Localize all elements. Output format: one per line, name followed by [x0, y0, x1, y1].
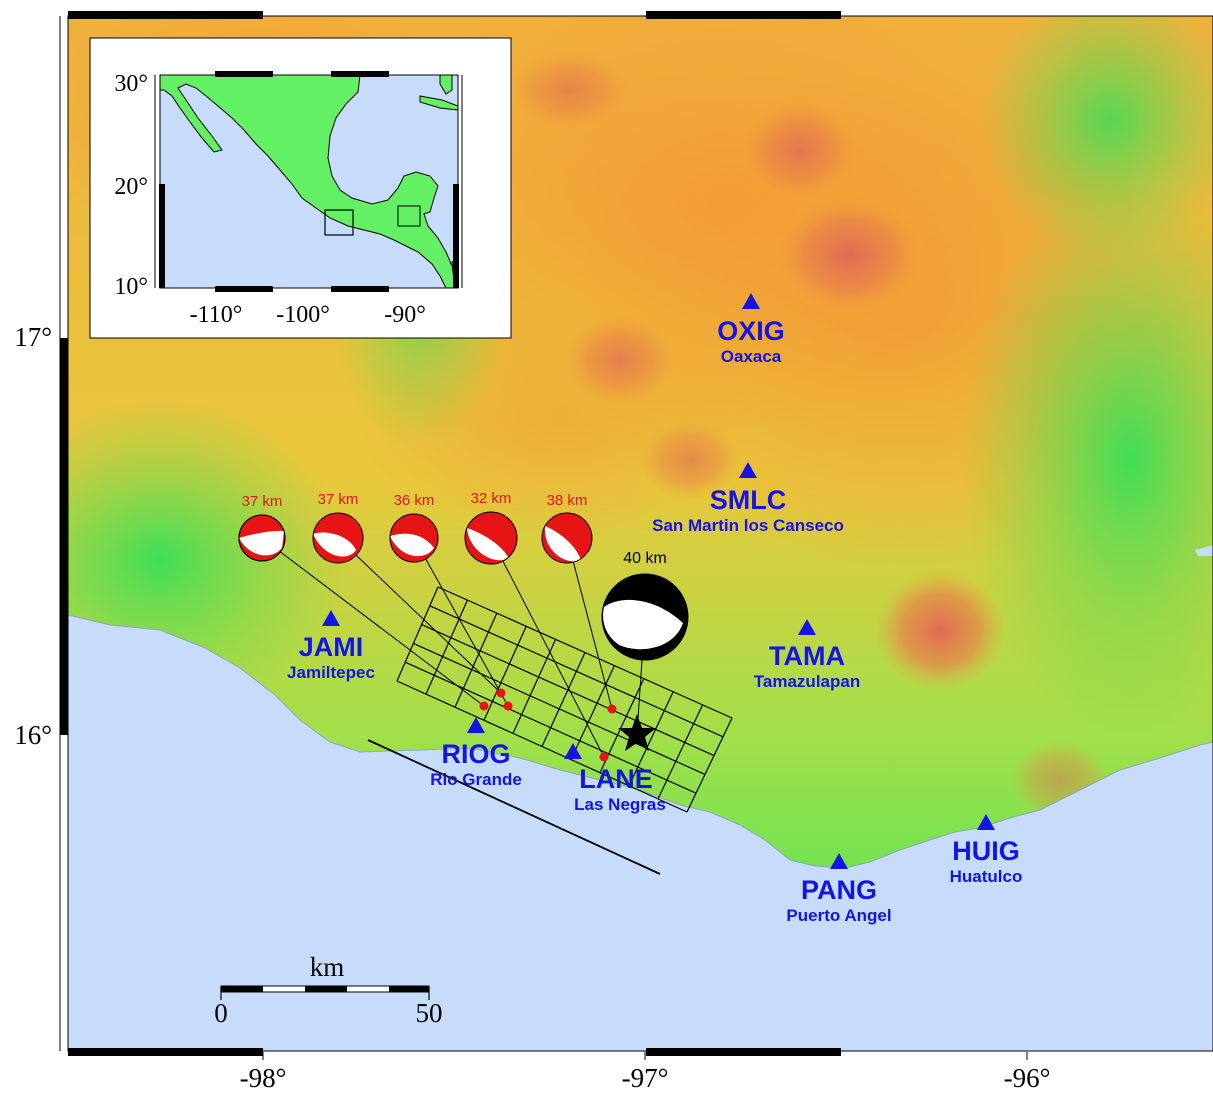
fault-grid-line	[437, 586, 733, 719]
beachball-4	[464, 511, 518, 565]
epicentre-dot	[599, 752, 609, 762]
scale-bar-unit: km	[310, 952, 345, 982]
beachball-1	[238, 514, 286, 562]
depth-label: 36 km	[394, 492, 435, 509]
inset-lon-label: -100°	[276, 302, 330, 328]
fault-grid-line	[396, 586, 439, 682]
epicentre-dot	[496, 688, 506, 698]
station-code: HUIG	[952, 836, 1020, 866]
fault-grid-line	[628, 691, 674, 787]
fault-grid-line	[404, 661, 697, 794]
station-triangle-icon	[742, 293, 760, 309]
station-name: Jamiltepec	[287, 663, 375, 682]
mainshock-beachball	[601, 573, 689, 661]
station-triangle-icon	[467, 717, 485, 733]
station-triangle-icon	[322, 610, 340, 626]
station-name: Las Negras	[574, 795, 666, 814]
depth-label: 37 km	[318, 491, 359, 508]
lon-tick-label: -97°	[622, 1063, 669, 1093]
depth-label: 32 km	[471, 490, 512, 507]
fault-grid-line	[396, 680, 688, 813]
station-code: OXIG	[717, 316, 785, 346]
scale-bar-start: 0	[214, 998, 228, 1028]
inset-lon-label: -90°	[384, 302, 426, 328]
station-code: SMLC	[710, 485, 787, 515]
station-lane: LANE Las Negras	[564, 743, 666, 814]
station-triangle-icon	[798, 619, 816, 635]
mainshock-star-icon	[618, 714, 656, 751]
station-triangle-icon	[977, 814, 995, 830]
station-name: Rio Grande	[430, 770, 522, 789]
epicentre-dot	[479, 701, 489, 711]
lat-tick-label: 16°	[14, 720, 52, 750]
station-pang: PANG Puerto Angel	[786, 853, 892, 925]
fault-grid-line	[429, 605, 724, 738]
study-area-box	[324, 209, 354, 236]
station-code: PANG	[801, 875, 877, 905]
scale-bar: km 0 50	[214, 952, 442, 1028]
station-name: San Martin los Canseco	[652, 516, 844, 535]
station-huig: HUIG Huatulco	[950, 814, 1023, 886]
fault-grid-line	[512, 639, 557, 734]
station-name: Tamazulapan	[754, 672, 860, 691]
station-name: Puerto Angel	[786, 906, 891, 925]
station-name: Oaxaca	[721, 347, 782, 366]
lat-ticks: 17° 16°	[14, 322, 52, 750]
station-triangle-icon	[739, 462, 757, 478]
station-name: Huatulco	[950, 867, 1023, 886]
station-code: JAMI	[299, 632, 364, 662]
station-smlc: SMLC San Martin los Canseco	[652, 462, 844, 535]
station-tama: TAMA Tamazulapan	[754, 619, 860, 691]
beachball-2	[312, 512, 364, 564]
map-area	[68, 16, 1213, 1051]
beachball-3	[389, 513, 439, 563]
station-riog: RIOG Rio Grande	[430, 717, 522, 789]
fault-grid-line	[413, 642, 706, 775]
mainshock-depth-label: 40 km	[623, 550, 667, 567]
lon-tick-label: -98°	[240, 1063, 287, 1093]
inset-map: 30° 20° 10° -110° -100° -90°	[89, 37, 512, 339]
inset-land	[160, 75, 458, 288]
fault-grid-line	[686, 717, 733, 813]
trench-line	[367, 739, 661, 875]
inset-lat-label: 30°	[114, 71, 148, 97]
fault-grid-line	[425, 599, 468, 695]
depth-label: 38 km	[547, 492, 588, 509]
station-oxig: OXIG Oaxaca	[717, 293, 785, 366]
station-triangle-icon	[830, 853, 848, 869]
lon-tick-label: -96°	[1004, 1063, 1051, 1093]
fault-grid-line	[483, 626, 527, 721]
stations: OXIG Oaxaca SMLC San Martin los Canseco …	[287, 293, 1022, 925]
station-jami: JAMI Jamiltepec	[287, 610, 375, 682]
fault-grid-line	[454, 612, 498, 708]
scale-bar-end: 50	[416, 998, 443, 1028]
aftershock-depth-labels: 37 km 37 km 36 km 32 km 38 km	[242, 490, 588, 510]
station-code: TAMA	[769, 641, 845, 671]
station-code: RIOG	[441, 739, 510, 769]
epicentre-dot	[503, 701, 513, 711]
fault-grid-line	[657, 704, 704, 800]
aftershock-beachballs	[238, 511, 593, 565]
highland-peaks	[775, 195, 925, 315]
inset-lon-label: -110°	[190, 302, 243, 328]
station-triangle-icon	[564, 743, 582, 759]
lon-ticks: -98° -97° -96°	[240, 1052, 1051, 1093]
inset-lat-label: 10°	[114, 274, 148, 300]
depth-label: 37 km	[242, 493, 283, 510]
ocean	[68, 614, 1213, 1051]
lat-tick-label: 17°	[14, 322, 52, 352]
aftershock-epicentres	[479, 688, 617, 762]
epicentre-dot	[607, 704, 617, 714]
fault-grid-line	[541, 652, 586, 747]
station-code: LANE	[579, 764, 653, 794]
fault-grid-line	[570, 665, 615, 760]
fault-grid-line	[421, 624, 715, 757]
inset-lat-label: 20°	[114, 174, 148, 200]
connector-lines	[261, 537, 646, 758]
beachball-5	[541, 512, 593, 564]
fault-grid	[396, 586, 733, 813]
